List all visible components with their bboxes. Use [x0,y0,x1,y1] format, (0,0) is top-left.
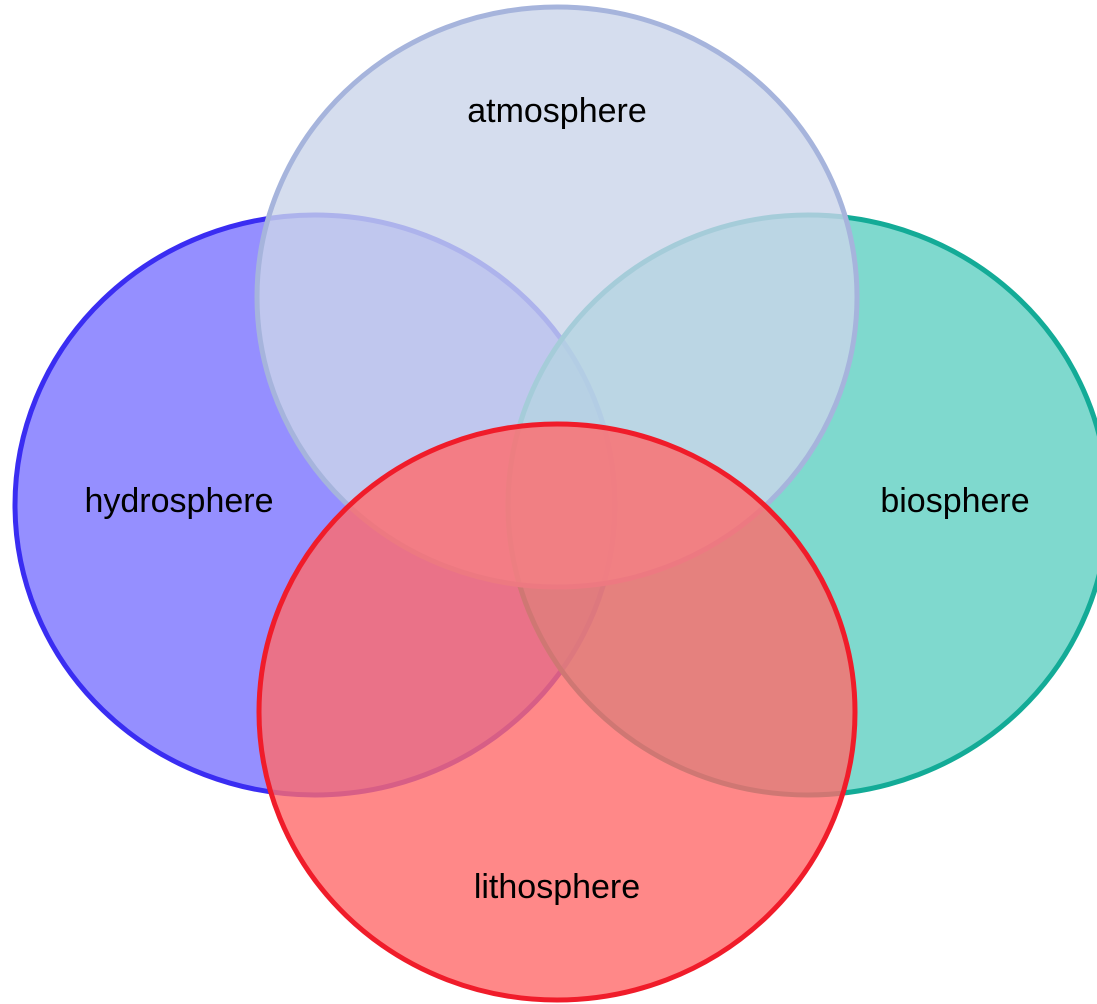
biosphere-label: biosphere [880,482,1029,520]
lithosphere-label: lithosphere [474,868,640,906]
lithosphere-circle [256,421,858,1003]
atmosphere-label: atmosphere [467,92,647,130]
hydrosphere-label: hydrosphere [84,482,273,520]
